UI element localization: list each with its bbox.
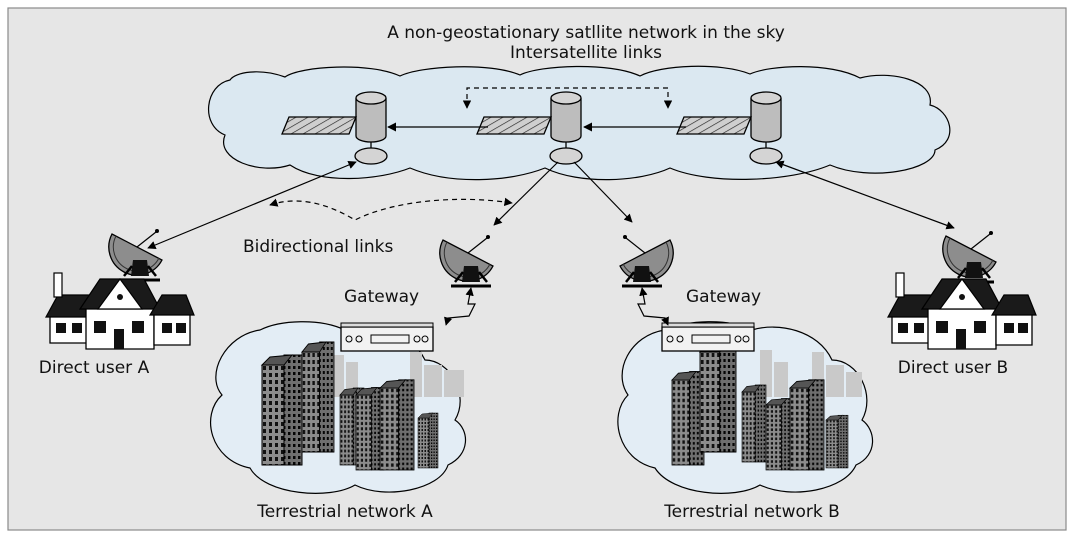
gateway-router-link-b	[637, 287, 669, 326]
gateway-a-label: Gateway	[344, 287, 419, 307]
intersatellite-dashed-bracket	[462, 87, 673, 109]
intersatellite-links-label: Intersatellite links	[510, 43, 662, 63]
bidirectional-links-label: Bidirectional links	[243, 237, 393, 257]
diagram-title: A non-geostationary satllite network in …	[387, 23, 785, 43]
gateway-router-link-a	[444, 287, 476, 326]
router-b-icon	[661, 322, 755, 352]
terrestrial-network-b-label: Terrestrial network B	[663, 502, 840, 522]
direct-user-a-label: Direct user A	[39, 358, 150, 378]
router-a-icon	[340, 322, 434, 352]
link-user-b	[775, 160, 955, 230]
link-gateway-b	[573, 161, 633, 223]
link-gateway-a	[493, 161, 559, 226]
link-user-a	[147, 161, 357, 249]
bidirectional-dashed-arc	[269, 197, 513, 221]
gateway-b-label: Gateway	[686, 287, 761, 307]
direct-user-b-label: Direct user B	[898, 358, 1008, 378]
terrestrial-network-a-label: Terrestrial network A	[256, 502, 433, 522]
